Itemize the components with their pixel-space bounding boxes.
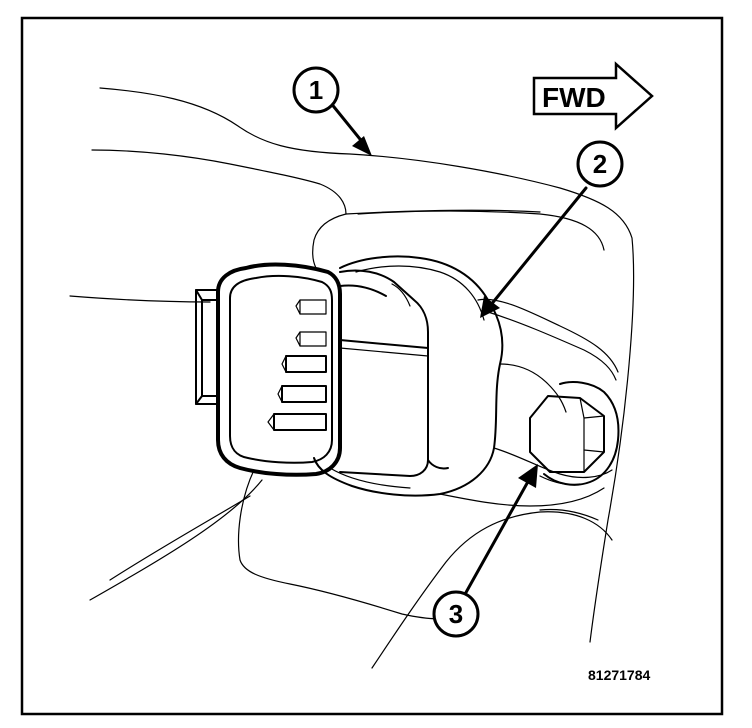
figure-number: 81271784	[588, 667, 651, 683]
leader-line-1	[328, 100, 372, 156]
sensor-mounting-boss	[313, 255, 619, 507]
fwd-label: FWD	[542, 82, 606, 113]
leader-line-3	[462, 464, 538, 598]
callout-3-number: 3	[449, 599, 463, 629]
callout-2-number: 2	[593, 149, 607, 179]
forward-direction-arrow: FWD	[532, 61, 654, 131]
callout-1: 1	[292, 66, 340, 114]
callout-3: 3	[432, 590, 480, 638]
callout-1-number: 1	[309, 75, 323, 105]
figure-frame	[20, 16, 724, 716]
leader-line-2	[480, 186, 588, 318]
mounting-bolt	[529, 381, 620, 486]
sensor-electrical-connector	[195, 262, 449, 477]
callout-2: 2	[576, 140, 624, 188]
